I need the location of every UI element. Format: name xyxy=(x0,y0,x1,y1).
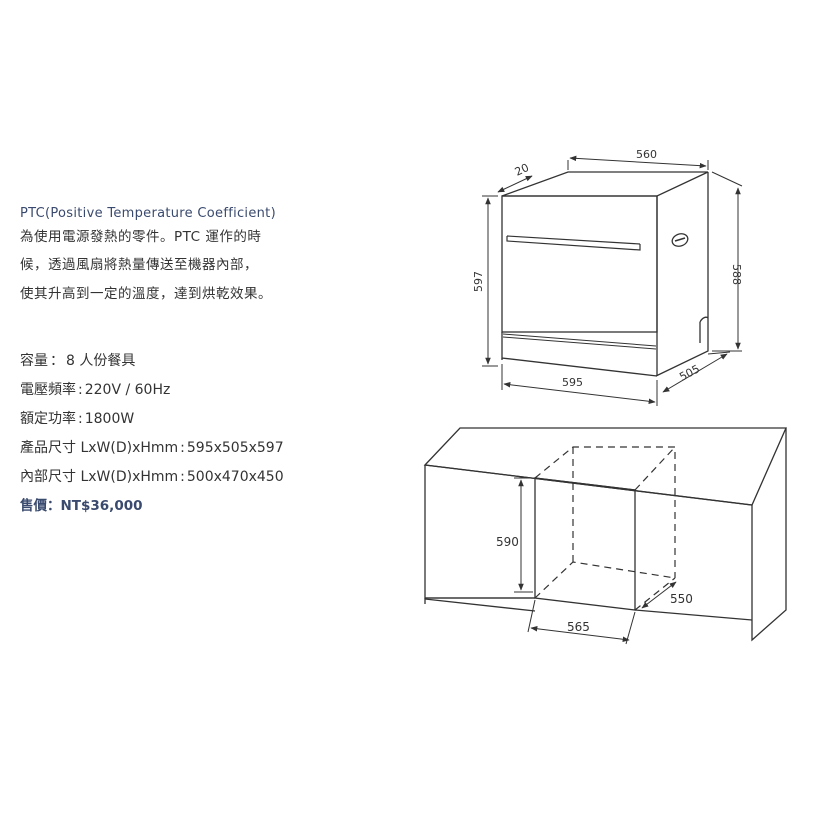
niche-hidden-lines xyxy=(534,446,676,611)
dim-front-width: 595 xyxy=(562,376,583,389)
spec-row-capacity: 容量：8 人份餐具 xyxy=(20,353,136,369)
dim-height-right: 588 xyxy=(730,264,743,285)
spec-label: 容量 xyxy=(20,353,48,369)
spec-label: 電壓頻率 xyxy=(20,382,76,398)
spec-row-inner-size: 內部尺寸 LxW(D)xHmm:500x470x450 xyxy=(20,469,284,485)
spec-row-power: 額定功率:1800W xyxy=(20,411,135,427)
price-label: 售價 xyxy=(20,498,47,514)
spec-value: 595x505x597 xyxy=(186,440,284,456)
spec-list: 容量：8 人份餐具 電壓頻率:220V / 60Hz 額定功率:1800W 產品… xyxy=(20,347,340,521)
cabinet-drawing xyxy=(423,427,787,642)
spec-label: 內部尺寸 LxW(D)xHmm xyxy=(20,469,179,485)
spec-row-product-size: 產品尺寸 LxW(D)xHmm:595x505x597 xyxy=(20,440,284,456)
spec-label: 額定功率 xyxy=(20,411,76,427)
spec-value: 1800W xyxy=(84,411,135,427)
spec-value: 220V / 60Hz xyxy=(84,382,171,398)
spec-value: 8 人份餐具 xyxy=(66,353,136,369)
price-row: 售價：NT$36,000 xyxy=(20,498,143,514)
dim-height-left: 597 xyxy=(472,271,485,292)
dimension-lines-top xyxy=(482,155,743,406)
dimension-lines-bottom xyxy=(514,477,677,645)
dim-side-depth: 505 xyxy=(677,362,702,383)
spec-value: 500x470x450 xyxy=(186,469,284,485)
ptc-description: PTC(Positive Temperature Coefficient) 為使… xyxy=(20,205,320,310)
ptc-line-2: 候，透過風扇將熱量傳送至機器內部， xyxy=(20,257,258,273)
spec-row-voltage: 電壓頻率:220V / 60Hz xyxy=(20,382,171,398)
dim-niche-width: 565 xyxy=(567,620,590,634)
ptc-line-3: 使其升高到一定的溫度，達到烘乾效果。 xyxy=(20,286,272,302)
dishwasher-body xyxy=(501,171,709,377)
spec-label: 產品尺寸 LxW(D)xHmm xyxy=(20,440,179,456)
ptc-title: PTC(Positive Temperature Coefficient) xyxy=(20,206,276,221)
dim-niche-depth: 550 xyxy=(670,592,693,606)
dim-top-width: 560 xyxy=(636,148,657,161)
dim-depth-offset: 20 xyxy=(513,161,531,179)
ptc-line-1: 為使用電源發熱的零件。PTC 運作的時 xyxy=(20,229,262,245)
dim-niche-height: 590 xyxy=(496,535,519,549)
price-value: NT$36,000 xyxy=(60,498,143,514)
